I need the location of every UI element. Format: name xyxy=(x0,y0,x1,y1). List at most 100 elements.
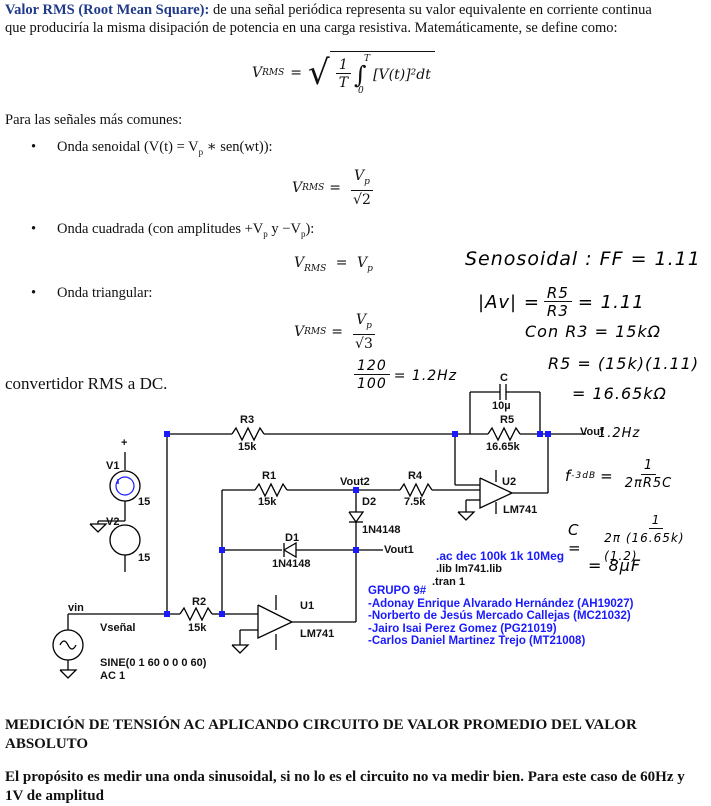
u1-model: LM741 xyxy=(300,628,335,640)
hand-ratio-val: = 1.2Hz xyxy=(393,367,458,384)
v1-label: V1 xyxy=(106,460,120,472)
formula-num: 1 xyxy=(335,57,351,74)
hand-c-val: = 8µF xyxy=(588,556,642,575)
spice-directive-lib: .lib lm741.lib xyxy=(436,563,503,575)
u2-model: LM741 xyxy=(503,504,538,516)
square-lhs: V xyxy=(294,255,305,271)
hand-gain-den: R3 xyxy=(546,302,569,320)
square-label-sub: p xyxy=(263,228,268,239)
r4-value: 7.5k xyxy=(404,496,426,508)
sine-params: SINE(0 1 60 0 0 0 60) xyxy=(100,657,207,669)
hand-gain-num: R5 xyxy=(543,285,572,302)
triangle-num-sub: p xyxy=(366,320,372,331)
r1-label: R1 xyxy=(262,470,277,482)
hand-ratio-num: 120 xyxy=(354,358,390,375)
intro-line2: que produciría la misma disipación de po… xyxy=(5,20,618,36)
spice-directive-ac: .ac dec 100k 1k 10Meg xyxy=(436,549,565,563)
spice-directive-tran: .tran 1 xyxy=(432,576,466,588)
group-block: GRUPO 9# -Adonay Enrique Alvarado Hernán… xyxy=(368,585,633,648)
member-4: -Carlos Daniel Martinez Trejo (MT21008) xyxy=(368,635,586,647)
formula-lhs-sub: RMS xyxy=(262,68,285,78)
r2-label: R2 xyxy=(192,596,207,608)
hand-f3db-den: 2πR5C xyxy=(624,476,673,491)
square-formula: VRMS = Vp xyxy=(294,255,373,274)
hand-gain-val: = 1.11 xyxy=(577,292,645,313)
hand-gain-lhs: |Av| = xyxy=(478,292,540,313)
common-signals-label: Para las señales más comunes: xyxy=(5,112,183,128)
hand-senosoidal: Senosoidal : FF = 1.11 xyxy=(465,248,701,270)
sine-label-tail: ∗ sen(wt)): xyxy=(203,139,273,155)
vout1-label: Vout1 xyxy=(384,544,414,556)
cap-label: C xyxy=(500,372,508,384)
hand-c-lhs: C = xyxy=(568,520,582,557)
vout2-label: Vout2 xyxy=(340,476,370,488)
schematic-wiring xyxy=(52,384,586,679)
intro-paragraph: Valor RMS (Root Mean Square): de una señ… xyxy=(5,1,710,37)
integral-lower: 0 xyxy=(358,85,364,96)
v2-label: V2 xyxy=(106,516,120,528)
hand-con: Con R3 = 15kΩ xyxy=(525,322,661,341)
r4-label: R4 xyxy=(408,470,423,482)
vin-label: vin xyxy=(68,602,84,614)
sine-lhs: V xyxy=(292,180,303,197)
square-lhs-sub: RMS xyxy=(304,263,327,274)
hand-freq: 1.2Hz xyxy=(598,426,641,441)
vsenal-label: Vseñal xyxy=(100,622,136,634)
member-2: -Norberto de Jesús Mercado Callejas (MC2… xyxy=(368,610,631,622)
u2-label: U2 xyxy=(502,476,517,488)
integral-upper: T xyxy=(364,53,371,64)
section-title: convertidor RMS a DC. xyxy=(5,374,168,393)
r1-value: 15k xyxy=(258,496,277,508)
v1-value: 15 xyxy=(138,496,151,508)
square-label-mid: y −V xyxy=(267,221,301,237)
sine-label-sub: p xyxy=(198,146,204,157)
square-label-sub2: p xyxy=(300,228,306,239)
triangle-lhs-sub: RMS xyxy=(304,327,327,338)
rms-term: Valor RMS (Root Mean Square): xyxy=(5,2,210,18)
hand-f3db-eq: = xyxy=(600,466,614,485)
section-heading: MEDICIÓN DE TENSIÓN AC APLICANDO CIRCUIT… xyxy=(5,717,637,752)
triangle-num: V xyxy=(356,312,367,328)
bullet-sine: Onda senoidal (V(t) = Vp ∗ sen(wt)): xyxy=(31,139,273,157)
r2-value: 15k xyxy=(188,622,207,634)
triangle-lhs: V xyxy=(294,324,305,341)
sine-num: V xyxy=(354,168,365,184)
d1-model: 1N4148 xyxy=(272,558,311,570)
hand-c-num: 1 xyxy=(648,512,664,529)
hand-c-den: 2π (16.65k) (1.2) xyxy=(604,531,685,563)
r5-label: R5 xyxy=(500,414,515,426)
square-label: Onda cuadrada (con amplitudes +V xyxy=(57,221,264,237)
sine-num-sub: p xyxy=(364,176,370,187)
r3-label: R3 xyxy=(240,414,255,426)
square-rhs: V xyxy=(356,255,368,271)
d1-label: D1 xyxy=(285,532,300,544)
v2-value: 15 xyxy=(138,552,151,564)
hand-f3db-num: 1 xyxy=(640,458,657,475)
v1-plus: + xyxy=(121,437,128,449)
u1-label: U1 xyxy=(300,600,315,612)
hand-r5-line2: = 16.65kΩ xyxy=(572,384,667,403)
purpose-paragraph: El propósito es medir una onda sinusoida… xyxy=(5,769,685,804)
formula-den: T xyxy=(338,75,349,91)
square-rhs-sub: p xyxy=(367,263,373,274)
d2-label: D2 xyxy=(362,496,377,508)
triangle-den: √3 xyxy=(355,335,373,352)
square-label-tail: ): xyxy=(305,221,315,237)
member-1: -Adonay Enrique Alvarado Hernández (AH19… xyxy=(368,597,634,610)
formula-lhs: V xyxy=(252,65,263,81)
hand-ratio-den: 100 xyxy=(357,376,387,392)
member-3: -Jairo Isai Perez Gomez (PG21019) xyxy=(368,622,557,635)
sine-lhs-sub: RMS xyxy=(302,183,325,194)
vout-label: Vout xyxy=(580,426,604,438)
d2-model: 1N4148 xyxy=(362,524,401,536)
formula-integrand: [V(t)]²dt xyxy=(373,66,431,83)
hand-f3db-f: f xyxy=(565,466,572,485)
hand-c: C = 1 2π (16.65k) (1.2) xyxy=(568,512,711,565)
hand-f3db-sub: -3dB xyxy=(571,470,597,481)
